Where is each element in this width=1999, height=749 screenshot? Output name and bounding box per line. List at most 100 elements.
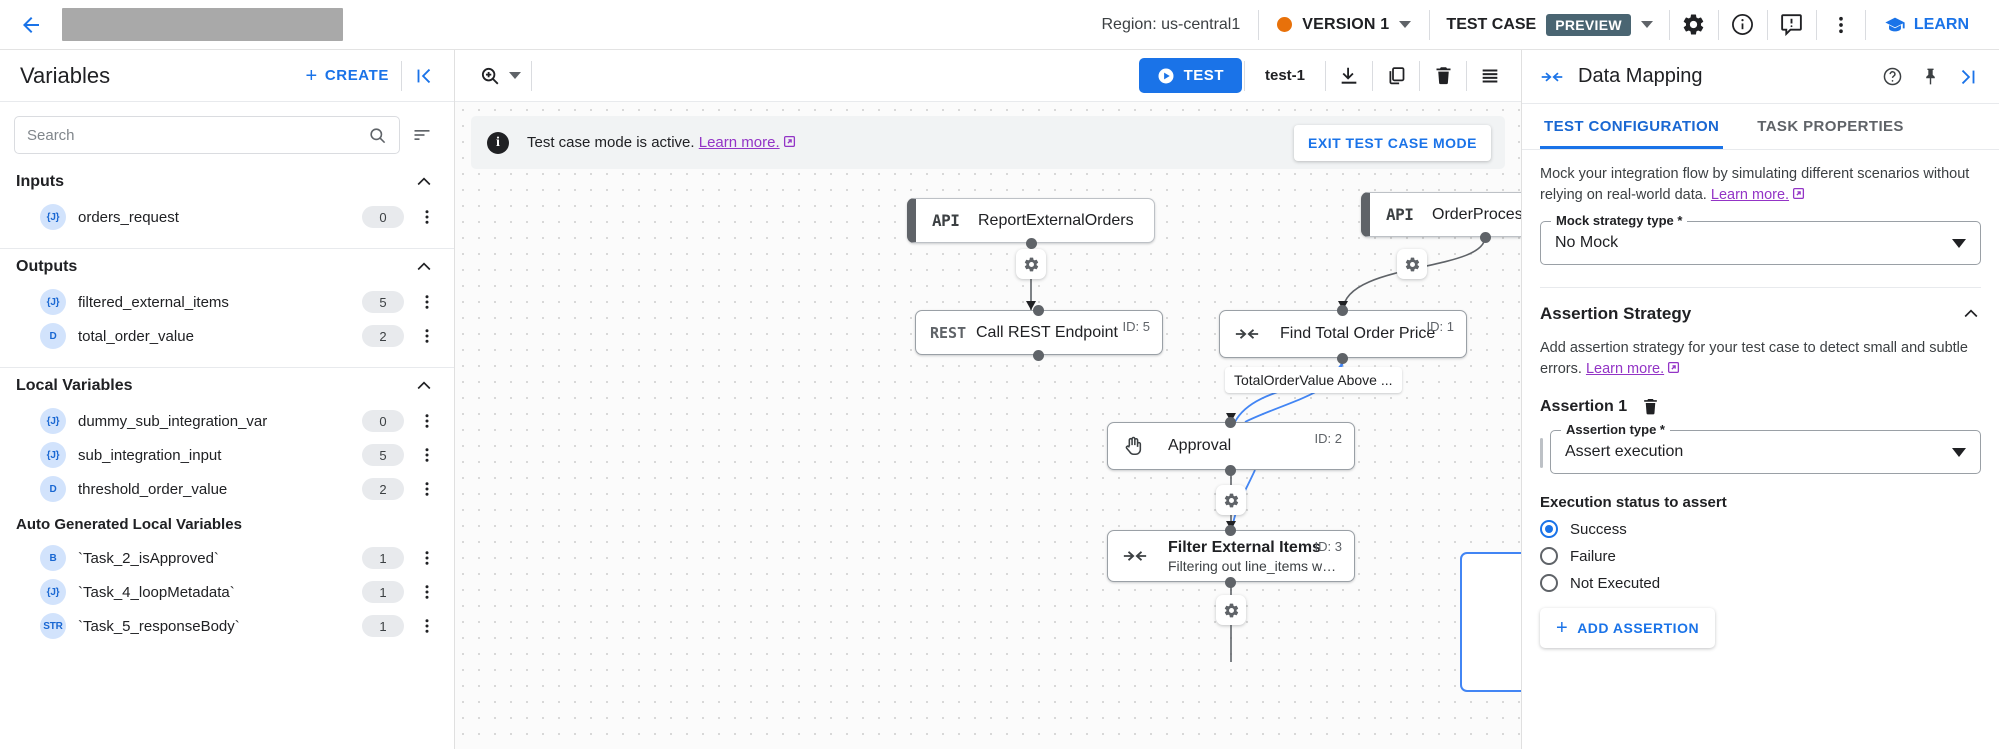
flow-node-call-rest-endpoint[interactable]: REST Call REST Endpoint ID: 5 xyxy=(915,310,1163,355)
more-vert-icon[interactable] xyxy=(416,289,438,315)
group-header-inputs[interactable]: Inputs xyxy=(0,164,454,200)
sort-icon[interactable] xyxy=(406,119,438,151)
exit-test-case-mode-button[interactable]: EXIT TEST CASE MODE xyxy=(1294,124,1491,161)
collapse-right-icon[interactable] xyxy=(1949,58,1987,96)
node-input-port[interactable] xyxy=(1033,305,1044,316)
download-icon[interactable] xyxy=(1328,55,1370,97)
flow-canvas[interactable]: i Test case mode is active. Learn more. … xyxy=(455,102,1521,749)
node-input-port[interactable] xyxy=(1225,525,1236,536)
list-item[interactable]: {J} filtered_external_items 5 xyxy=(0,285,454,319)
tab-test-configuration[interactable]: TEST CONFIGURATION xyxy=(1540,104,1724,149)
help-icon[interactable] xyxy=(1873,58,1911,96)
info-icon[interactable] xyxy=(1721,3,1765,47)
radio-option-success[interactable]: Success xyxy=(1540,520,1981,539)
test-case-name[interactable]: test-1 xyxy=(1264,67,1305,84)
radio-option-not-executed[interactable]: Not Executed xyxy=(1540,574,1981,593)
flow-node-approval[interactable]: Approval ID: 2 xyxy=(1107,422,1355,470)
list-item[interactable]: {J} sub_integration_input 5 xyxy=(0,438,454,472)
list-item[interactable]: {J} orders_request 0 xyxy=(0,200,454,234)
duplicate-icon[interactable] xyxy=(1375,55,1417,97)
banner-learn-more-link[interactable]: Learn more. xyxy=(698,133,780,151)
feedback-icon[interactable] xyxy=(1770,3,1814,47)
test-case-selector[interactable]: TEST CASE PREVIEW xyxy=(1432,13,1666,36)
add-assertion-button[interactable]: + ADD ASSERTION xyxy=(1540,608,1716,649)
more-vert-icon[interactable] xyxy=(416,613,438,639)
more-vert-icon[interactable] xyxy=(416,476,438,502)
test-button[interactable]: TEST xyxy=(1138,58,1242,93)
data-mapping-icon xyxy=(1234,324,1280,344)
back-arrow-icon[interactable] xyxy=(14,8,48,42)
plus-icon: + xyxy=(1556,617,1569,640)
variable-group-auto-generated: Auto Generated Local Variables B `Task_2… xyxy=(0,506,454,643)
node-body: OrderProcessApiTrigger xyxy=(1432,206,1521,224)
gear-icon[interactable] xyxy=(1672,3,1716,47)
tab-task-properties[interactable]: TASK PROPERTIES xyxy=(1757,118,1904,135)
variable-name: orders_request xyxy=(78,208,179,226)
list-item[interactable]: D total_order_value 2 xyxy=(0,319,454,353)
chevron-up-icon xyxy=(1961,304,1981,324)
list-item[interactable]: B `Task_2_isApproved` 1 xyxy=(0,541,454,575)
node-output-port[interactable] xyxy=(1225,577,1236,588)
panel-title: Data Mapping xyxy=(1578,65,1703,87)
node-input-port[interactable] xyxy=(1225,417,1236,428)
group-header-local-variables[interactable]: Local Variables xyxy=(0,368,454,404)
node-output-port[interactable] xyxy=(1026,238,1037,249)
assertion-description-text: Add assertion strategy for your test cas… xyxy=(1540,340,1968,378)
create-variable-button[interactable]: + CREATE xyxy=(296,60,399,92)
assertion-type-select[interactable]: Assertion type * Assert execution xyxy=(1550,422,1981,475)
info-icon: i xyxy=(487,131,509,154)
node-output-port[interactable] xyxy=(1225,465,1236,476)
variables-title: Variables xyxy=(20,62,111,88)
more-vert-icon[interactable] xyxy=(416,545,438,571)
selected-node-panel[interactable] xyxy=(1460,552,1521,692)
assertion-learn-more-link[interactable]: Learn more. xyxy=(1585,361,1665,378)
search-input[interactable] xyxy=(27,126,360,144)
list-item[interactable]: D threshold_order_value 2 xyxy=(0,472,454,506)
radio-icon xyxy=(1540,574,1558,593)
collapse-sidebar-icon[interactable] xyxy=(404,56,444,96)
more-vert-icon[interactable] xyxy=(416,323,438,349)
node-output-port[interactable] xyxy=(1033,350,1044,361)
more-vert-icon[interactable] xyxy=(416,442,438,468)
pin-icon[interactable] xyxy=(1911,58,1949,96)
divider xyxy=(0,248,454,249)
version-status-dot xyxy=(1277,17,1293,32)
list-item[interactable]: {J} dummy_sub_integration_var 0 xyxy=(0,404,454,438)
external-link-icon xyxy=(783,135,796,152)
zoom-control[interactable] xyxy=(471,59,529,93)
flow-node-order-process-api-trigger[interactable]: API OrderProcessApiTrigger xyxy=(1361,192,1521,237)
learn-button[interactable]: LEARN xyxy=(1868,14,1985,36)
flow-node-filter-external-items[interactable]: Filter External Items Filtering out line… xyxy=(1107,530,1355,582)
node-output-port[interactable] xyxy=(1480,232,1491,243)
edge-settings-icon[interactable] xyxy=(1216,595,1246,625)
search-box[interactable] xyxy=(14,116,400,154)
delete-icon[interactable] xyxy=(1422,55,1464,97)
external-link-icon xyxy=(1667,360,1680,381)
api-label: API xyxy=(1386,205,1414,224)
assertion-strategy-header[interactable]: Assertion Strategy xyxy=(1540,288,1981,324)
more-vert-icon[interactable] xyxy=(416,204,438,230)
list-item[interactable]: STR `Task_5_responseBody` 1 xyxy=(0,609,454,643)
more-vert-icon[interactable] xyxy=(416,408,438,434)
more-vert-icon[interactable] xyxy=(1819,3,1863,47)
mock-strategy-type-select[interactable]: Mock strategy type * No Mock xyxy=(1540,213,1981,266)
play-icon xyxy=(1158,68,1174,83)
edge-settings-icon[interactable] xyxy=(1016,249,1046,279)
version-selector[interactable]: VERSION 1 xyxy=(1261,16,1427,34)
node-output-port[interactable] xyxy=(1337,353,1348,364)
edge-settings-icon[interactable] xyxy=(1397,249,1427,279)
list-item[interactable]: {J} `Task_4_loopMetadata` 1 xyxy=(0,575,454,609)
flow-node-report-external-orders[interactable]: API ReportExternalOrders xyxy=(907,198,1155,243)
mock-learn-more-link[interactable]: Learn more. xyxy=(1710,187,1790,204)
main-content: Variables + CREATE xyxy=(0,50,1999,749)
group-header-outputs[interactable]: Outputs xyxy=(0,249,454,285)
delete-icon[interactable] xyxy=(1641,397,1660,416)
list-icon[interactable] xyxy=(1469,55,1511,97)
node-id-label: ID: 1 xyxy=(1426,319,1454,334)
edge-settings-icon[interactable] xyxy=(1216,485,1246,515)
node-input-port[interactable] xyxy=(1337,305,1348,316)
radio-option-failure[interactable]: Failure xyxy=(1540,547,1981,566)
edge-label[interactable]: TotalOrderValue Above ... xyxy=(1225,367,1402,393)
more-vert-icon[interactable] xyxy=(416,579,438,605)
flow-node-find-total-order-price[interactable]: Find Total Order Price ID: 1 xyxy=(1219,310,1467,358)
